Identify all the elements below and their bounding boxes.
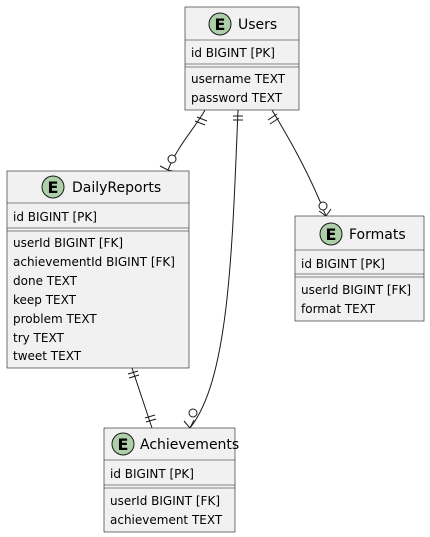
entity-icon-letter: E bbox=[326, 225, 337, 244]
entity-icon-letter: E bbox=[215, 15, 226, 34]
entity-field: achievement TEXT bbox=[110, 513, 223, 527]
entity-field: try TEXT bbox=[13, 331, 64, 345]
relationship-users-dailyreports bbox=[159, 109, 208, 173]
entity-pk-field: id BIGINT [PK] bbox=[301, 257, 385, 271]
entity-field: achievementId BIGINT [FK] bbox=[13, 255, 175, 269]
entity-field: done TEXT bbox=[13, 274, 78, 288]
entity-field: userId BIGINT [FK] bbox=[110, 494, 220, 508]
entity-pk-field: id BIGINT [PK] bbox=[13, 210, 97, 224]
entity-users[interactable]: E Users id BIGINT [PK] username TEXT pas… bbox=[184, 6, 300, 111]
relationship-users-formats bbox=[267, 109, 332, 217]
entity-title: Achievements bbox=[140, 437, 239, 453]
entity-icon bbox=[319, 222, 343, 246]
entity-dailyreports[interactable]: E DailyReports id BIGINT [PK] userId BIG… bbox=[6, 170, 190, 369]
entity-icon bbox=[208, 12, 232, 36]
entity-icon bbox=[41, 175, 65, 199]
entity-icon-letter: E bbox=[118, 435, 129, 454]
entity-field: keep TEXT bbox=[13, 293, 77, 307]
entity-pk-field: id BIGINT [PK] bbox=[191, 46, 275, 60]
entity-title: Formats bbox=[349, 227, 406, 243]
relationships bbox=[127, 109, 332, 429]
entity-icon-letter: E bbox=[48, 178, 59, 197]
entity-field: tweet TEXT bbox=[13, 349, 82, 363]
entity-field: password TEXT bbox=[191, 91, 283, 105]
entity-field: format TEXT bbox=[301, 302, 376, 316]
entity-formats[interactable]: E Formats id BIGINT [PK] userId BIGINT [… bbox=[294, 215, 425, 322]
relationship-users-achievements bbox=[183, 109, 243, 429]
entity-field: problem TEXT bbox=[13, 312, 97, 326]
entity-field: userId BIGINT [FK] bbox=[13, 236, 123, 250]
entity-field: username TEXT bbox=[191, 72, 286, 86]
relationship-dailyreports-achievements bbox=[127, 367, 157, 429]
entity-pk-field: id BIGINT [PK] bbox=[110, 467, 194, 481]
entity-icon bbox=[111, 432, 135, 456]
entity-field: userId BIGINT [FK] bbox=[301, 283, 411, 297]
entity-title: DailyReports bbox=[72, 180, 161, 196]
entity-achievements[interactable]: E Achievements id BIGINT [PK] userId BIG… bbox=[103, 427, 239, 533]
entity-title: Users bbox=[238, 17, 277, 33]
